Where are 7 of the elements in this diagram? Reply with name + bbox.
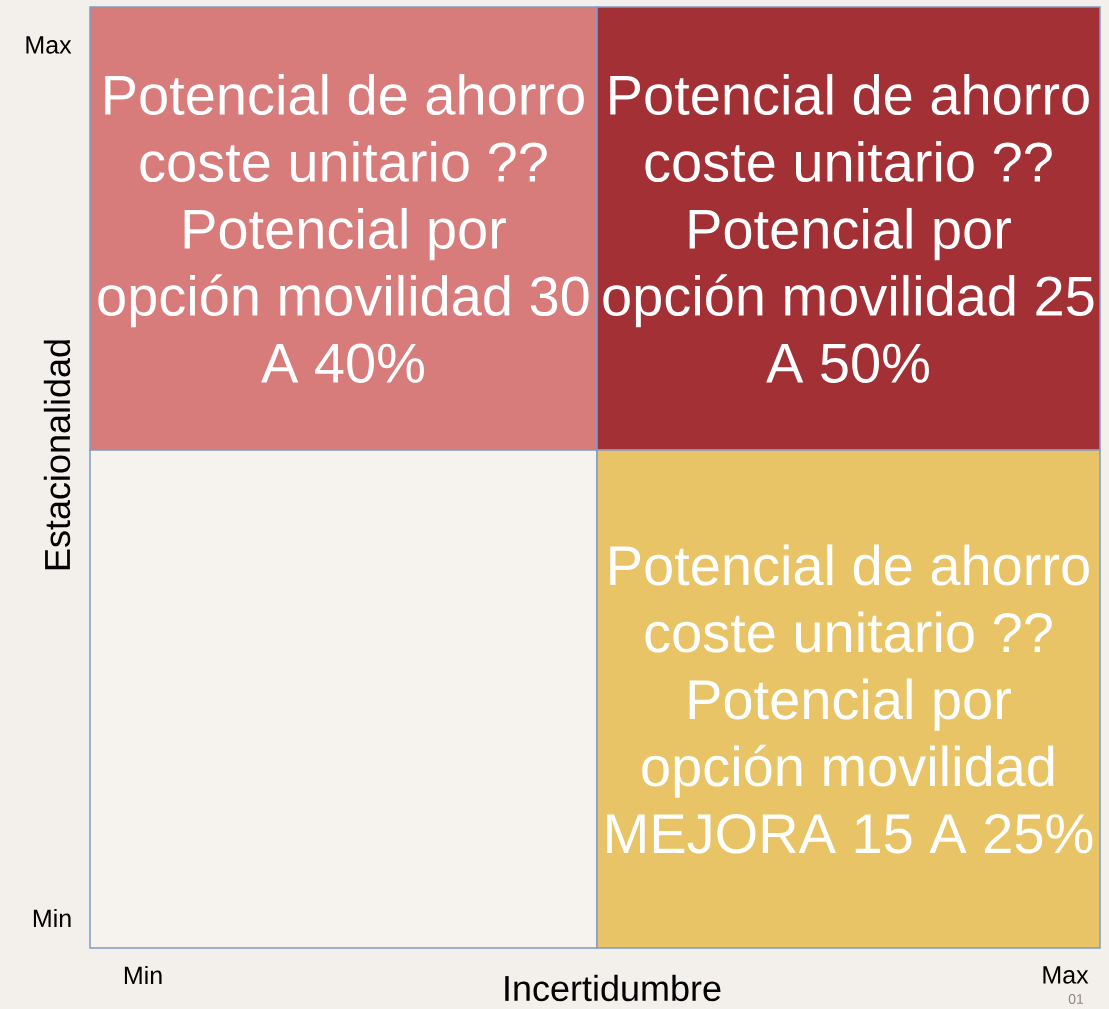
axis-title: Estacionalidad [43, 340, 71, 570]
quadrant-box: Potencial de ahorro coste unitario ?? Potencial por opción movilidad 30 A 40% [89, 6, 598, 451]
quadrant-box: Potencial de ahorro coste unitario ?? Potencial por opción movilidad MEJORA 15 A 25% [596, 449, 1101, 949]
quadrant-box [89, 449, 598, 949]
axis-title: Incertidumbre [505, 974, 721, 1002]
quadrant-box: Potencial de ahorro coste unitario ?? Potencial por opción movilidad 25 A 50% [596, 6, 1101, 451]
page-number: 01 [1068, 994, 1084, 1004]
